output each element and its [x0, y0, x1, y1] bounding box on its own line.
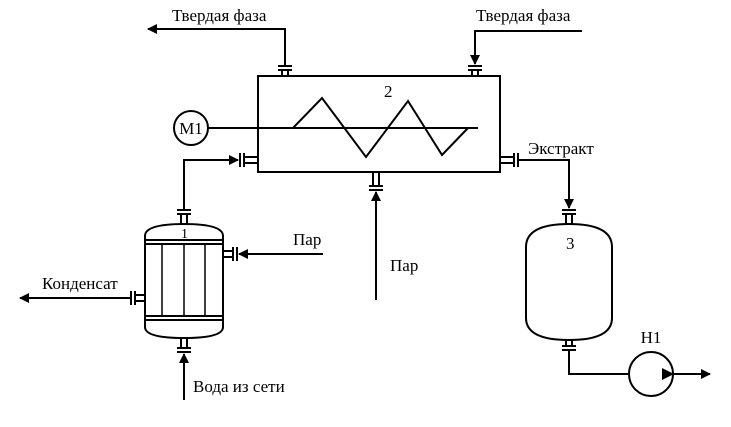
tank-3: 3: [525, 209, 613, 351]
label-extract: Экстракт: [528, 139, 594, 158]
line-extract: [518, 159, 574, 209]
extractor-body: [257, 75, 501, 173]
label-solid-phase-in: Твердая фаза: [476, 6, 571, 25]
line-solid-phase-in: [470, 30, 582, 65]
nozzle-extract: [500, 153, 519, 167]
label-steam-bottom: Пар: [390, 256, 418, 275]
nozzle-left-inlet: [239, 153, 258, 167]
heater-1: 1: [130, 209, 238, 353]
motor-label: M1: [179, 119, 203, 138]
label-water: Вода из сети: [193, 377, 285, 396]
line-tank-to-pump: [568, 350, 629, 375]
line-solid-phase-out: [147, 24, 286, 66]
label-solid-phase-out: Твердая фаза: [172, 6, 267, 25]
extractor-screw: [292, 96, 469, 159]
pump-arrow-icon: [662, 368, 674, 380]
line-heater-to-extractor: [183, 155, 239, 210]
motor-circle: [173, 110, 209, 146]
pump-label: H1: [641, 328, 662, 347]
nozzle-steam-bottom: [369, 172, 383, 191]
pump-h1: H1: [628, 328, 674, 397]
nozzle-solid-in: [468, 65, 482, 76]
heater-body: [144, 222, 224, 340]
label-condensate: Конденсат: [42, 274, 118, 293]
motor-m1: M1: [173, 110, 209, 146]
extractor-2: 2: [208, 65, 519, 191]
nozzle-solid-out: [278, 65, 292, 76]
tank-body: [525, 222, 613, 342]
tank-number: 3: [566, 234, 575, 253]
label-steam-top: Пар: [293, 230, 321, 249]
extractor-number: 2: [384, 82, 393, 101]
heater-number: 1: [181, 227, 188, 242]
